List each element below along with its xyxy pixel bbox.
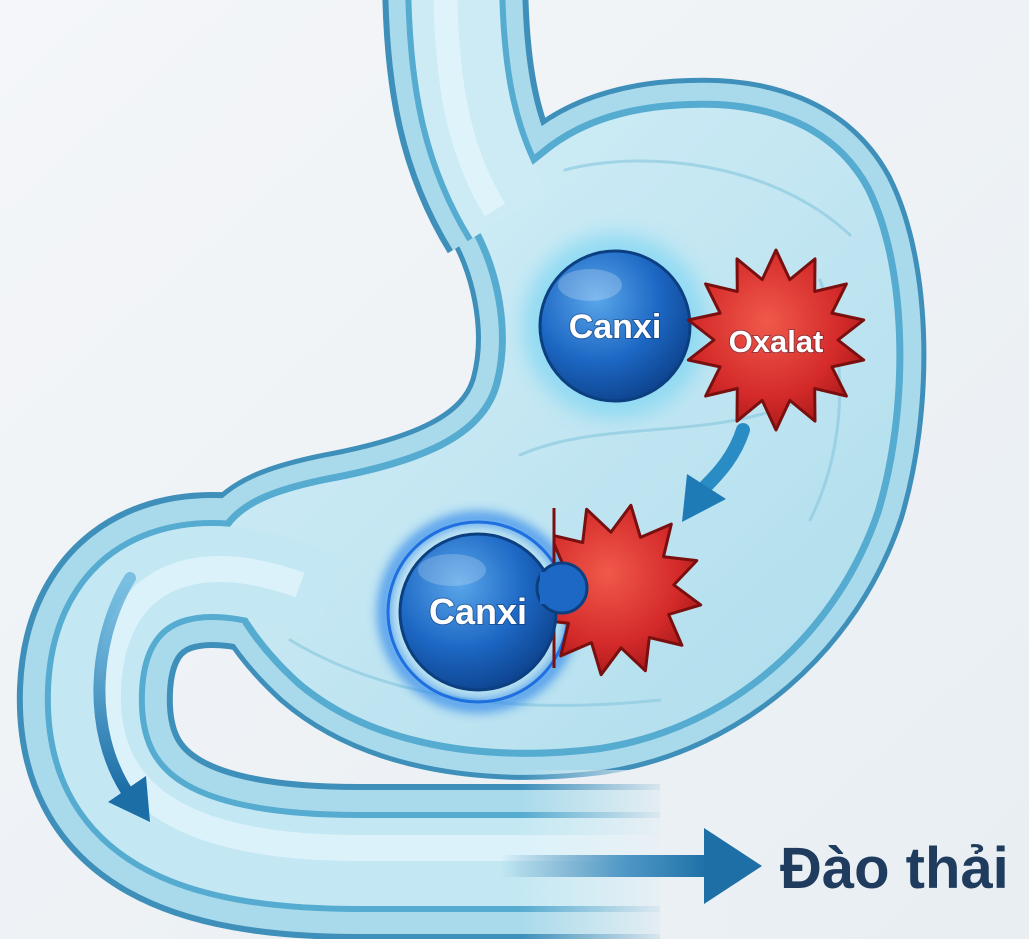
oxalate-label: Oxalat	[729, 324, 824, 359]
intestine-fade	[520, 770, 730, 939]
excretion-arrow-shaft	[500, 855, 708, 877]
excretion-label: Đào thải	[780, 836, 1009, 901]
calcium-shine	[558, 269, 622, 301]
bound-calcium-shine	[418, 554, 486, 586]
bound-calcium-label: Canxi	[429, 591, 527, 632]
calcium-label: Canxi	[569, 308, 662, 346]
calcium-knob-join	[540, 572, 564, 604]
